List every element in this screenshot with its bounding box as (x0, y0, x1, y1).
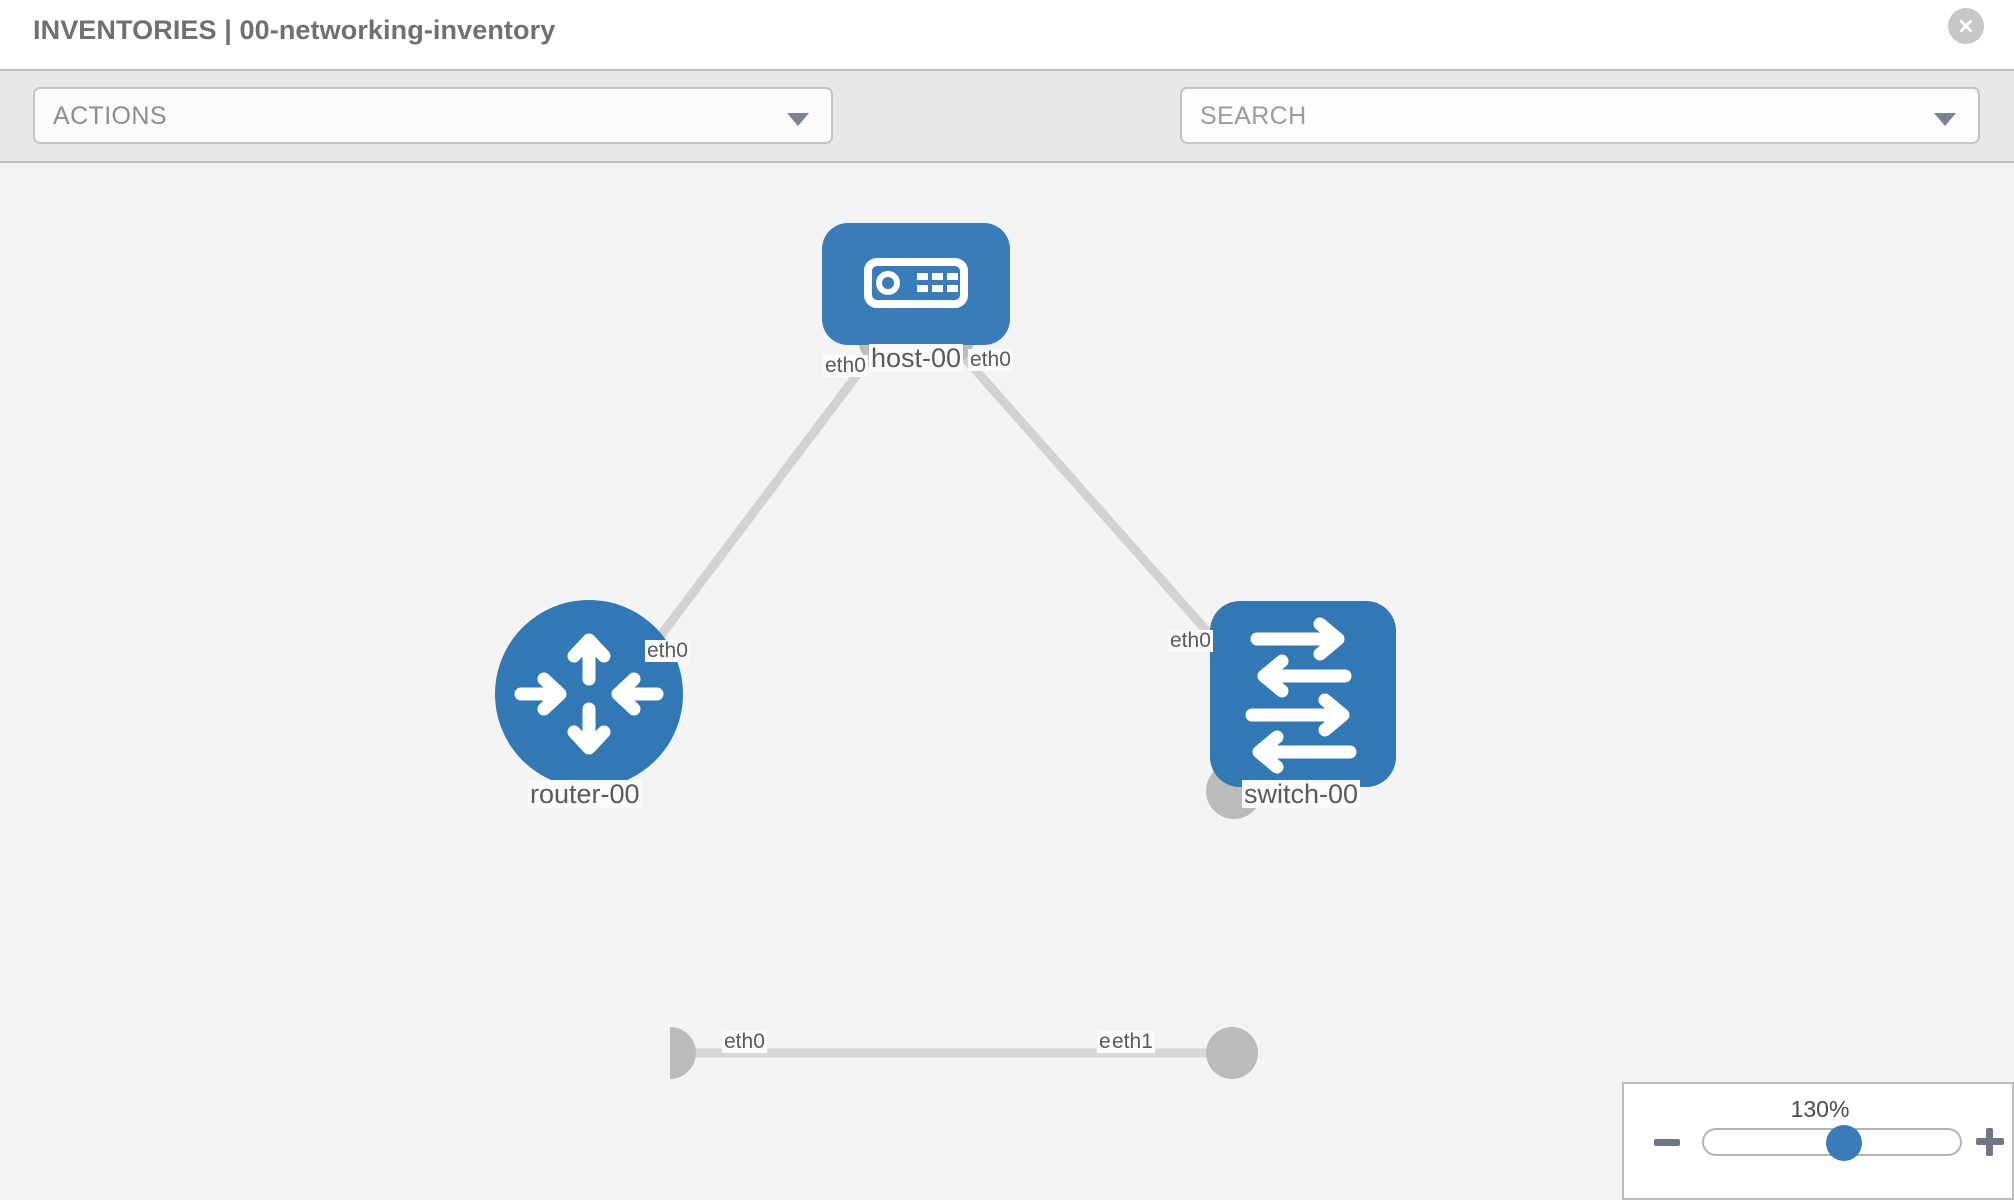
interface-label-switch-up: eth0 (1168, 629, 1213, 653)
node-router-00[interactable] (495, 600, 683, 788)
node-label-router-00: router-00 (528, 779, 642, 809)
switch-arrows-icon (1245, 617, 1357, 774)
node-label-switch-00: switch-00 (1242, 779, 1361, 809)
search-input[interactable]: SEARCH (1180, 87, 1980, 144)
actions-dropdown[interactable]: ACTIONS (33, 87, 833, 144)
chevron-down-icon[interactable] (1934, 113, 1956, 126)
interface-label-switch-left-b: eth1 (1110, 1030, 1155, 1054)
node-label-host-00: host-00 (869, 343, 964, 373)
page-title: INVENTORIES | 00-networking-inventory (33, 15, 556, 45)
interface-label-host-left: eth0 (823, 354, 868, 378)
page-header: INVENTORIES | 00-networking-inventory (0, 0, 2014, 69)
actions-dropdown-label: ACTIONS (53, 102, 167, 130)
topology-graph (495, 223, 1396, 1079)
interface-label-router-right: eth0 (722, 1030, 767, 1054)
zoom-level-value: 130% (1790, 1096, 1850, 1122)
search-placeholder: SEARCH (1200, 102, 1307, 130)
node-switch-00[interactable] (1210, 601, 1396, 787)
zoom-slider[interactable] (1702, 1125, 1962, 1161)
topology-toolbar: ACTIONS SEARCH (0, 69, 2014, 204)
link-host-switch[interactable] (944, 336, 1248, 676)
topology-canvas[interactable]: host-00 router-00 switch-00 eth0 eth0 et… (0, 163, 2014, 1200)
router-arrows-icon (514, 633, 664, 755)
interface-label-router-up: eth0 (645, 639, 690, 663)
server-icon (864, 258, 968, 308)
close-icon[interactable] (1948, 8, 1984, 44)
zoom-control-panel: 130% (1622, 1082, 2014, 1200)
zoom-slider-thumb[interactable] (1826, 1125, 1862, 1161)
zoom-in-button[interactable] (1976, 1128, 2004, 1156)
node-host-00[interactable] (822, 223, 1010, 345)
zoom-out-button[interactable] (1654, 1139, 1680, 1146)
chevron-down-icon (787, 113, 809, 126)
interface-label-host-right: eth0 (968, 348, 1013, 372)
link-host-router[interactable] (636, 336, 888, 666)
connector-stubs (670, 321, 1262, 1079)
